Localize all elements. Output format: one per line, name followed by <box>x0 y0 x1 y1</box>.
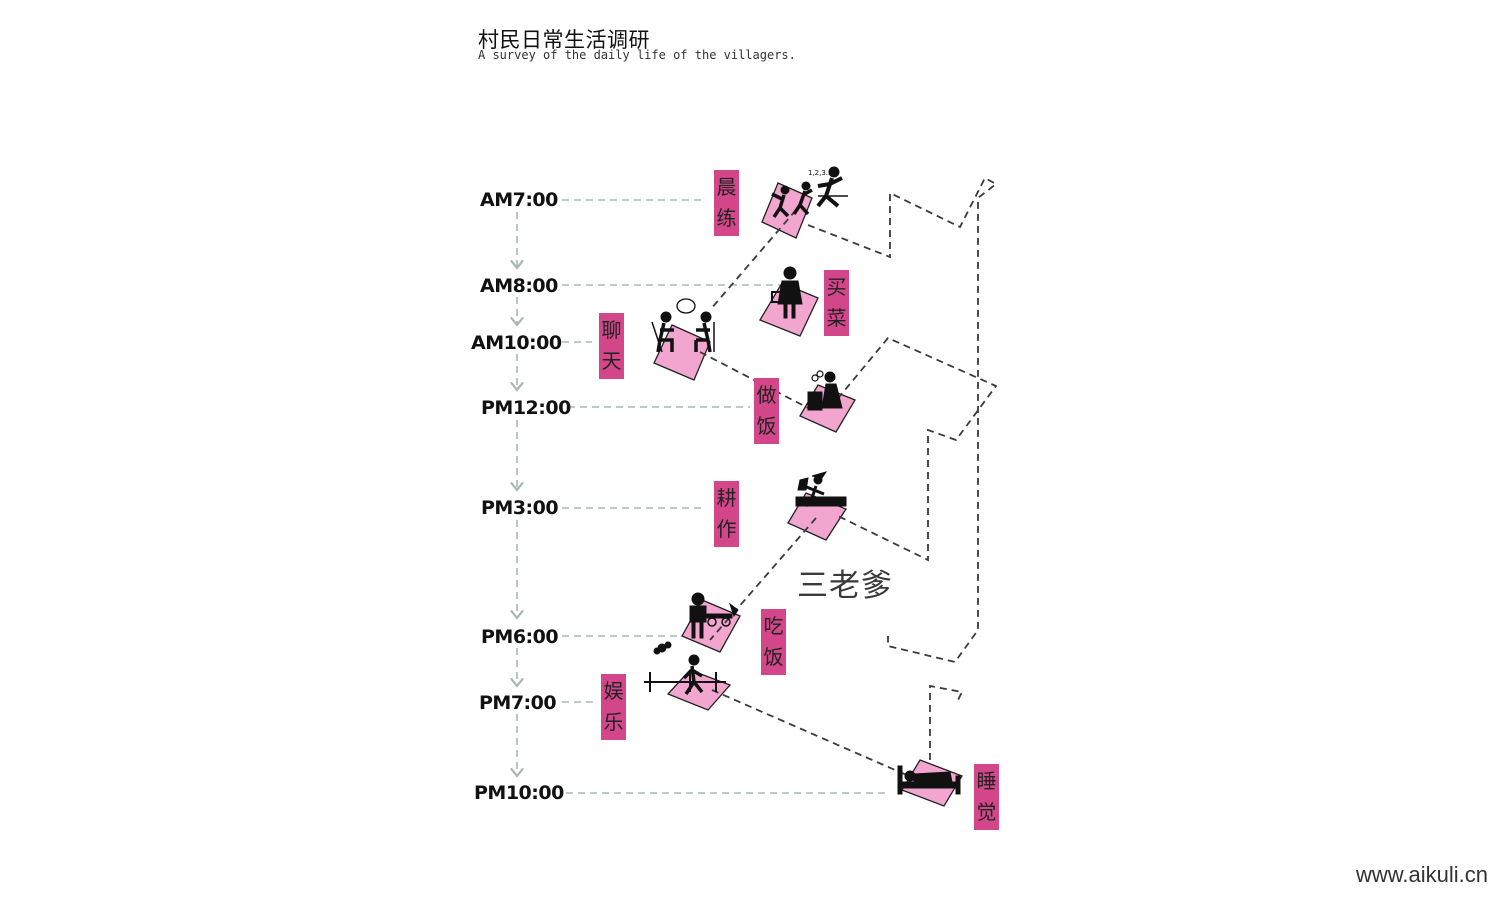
time-label-am8: AM8:00 <box>480 275 558 297</box>
time-label-am10: AM10:00 <box>471 332 562 354</box>
activity-tag-chatting: 聊 天 <box>599 313 624 379</box>
activity-tag-entertainment: 娱 乐 <box>601 674 626 740</box>
activity-tag-char: 娱 <box>603 679 624 703</box>
tile-buy-groceries <box>759 282 819 337</box>
sleeping-icon <box>897 765 961 795</box>
page-subtitle: A survey of the daily life of the villag… <box>478 48 796 62</box>
morning-exercise-icon: 1,2,3.. <box>771 166 848 218</box>
time-label-pm6: PM6:00 <box>481 626 559 648</box>
time-label-am7: AM7:00 <box>480 189 558 211</box>
activity-tag-char: 天 <box>601 349 622 373</box>
time-label-pm3: PM3:00 <box>481 497 559 519</box>
time-guide-lines <box>562 199 890 794</box>
activity-tag-farming: 耕 作 <box>714 481 739 547</box>
activity-tag-char: 觉 <box>976 800 997 824</box>
activity-tag-buy-groceries: 买 菜 <box>824 270 849 336</box>
activity-tag-char: 练 <box>716 206 737 230</box>
activity-tag-char: 聊 <box>601 318 622 342</box>
activity-tiles <box>653 182 963 807</box>
person-label: 三老爹 <box>797 568 893 604</box>
site-watermark: www.aikuli.cn <box>1355 862 1488 887</box>
activity-tag-sleeping: 睡 觉 <box>974 764 999 830</box>
activity-tag-char: 买 <box>826 275 847 299</box>
activity-tag-char: 饭 <box>756 414 777 438</box>
activity-tag-morning-exercise: 晨 练 <box>714 170 739 236</box>
time-label-pm12: PM12:00 <box>481 397 571 419</box>
entertainment-icon <box>644 641 726 695</box>
activity-tag-char: 耕 <box>716 486 737 510</box>
time-label-pm7: PM7:00 <box>479 692 557 714</box>
page-title: 村民日常生活调研 <box>478 28 650 52</box>
activity-tag-char: 菜 <box>826 306 847 330</box>
buy-groceries-icon <box>771 266 803 319</box>
activity-tag-char: 睡 <box>976 769 997 793</box>
cooking-icon <box>807 370 843 411</box>
time-label-pm10: PM10:00 <box>474 782 564 804</box>
activity-tag-eating: 吃 饭 <box>761 609 786 675</box>
activity-tag-char: 吃 <box>763 614 784 638</box>
activity-tag-cooking: 做 饭 <box>754 378 779 444</box>
svg-text:1,2,3..: 1,2,3.. <box>808 169 830 177</box>
farming-icon <box>795 471 847 507</box>
activity-tag-char: 作 <box>716 517 737 541</box>
chatting-icon <box>651 298 715 353</box>
activity-tag-char: 晨 <box>716 175 737 199</box>
eating-icon <box>689 592 739 639</box>
activity-tag-char: 做 <box>756 383 777 407</box>
activity-tag-char: 乐 <box>603 710 624 734</box>
movement-path <box>699 176 998 781</box>
activity-tag-char: 饭 <box>763 645 784 669</box>
